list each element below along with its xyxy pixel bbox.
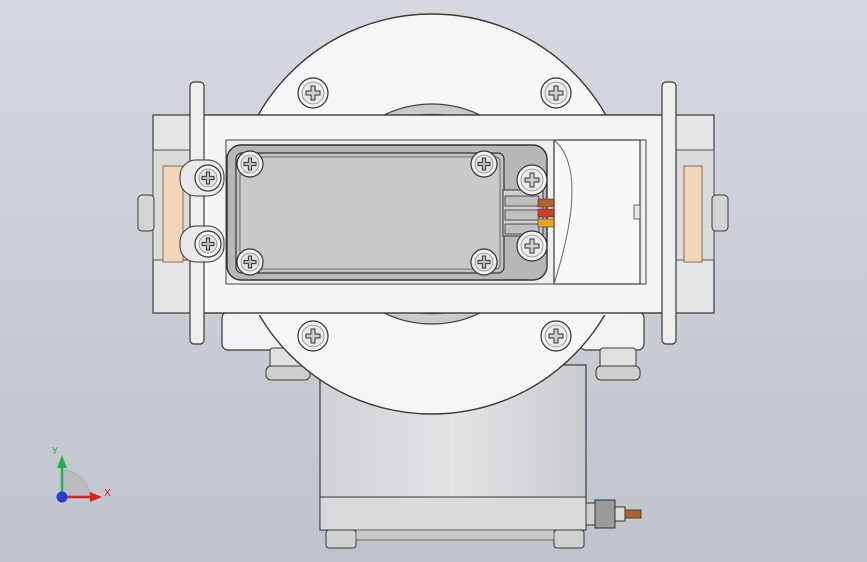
controller-board[interactable] — [226, 144, 555, 281]
coordinate-triad: Y X — [51, 446, 111, 503]
triad-base-arc — [61, 469, 91, 498]
z-axis-dot — [56, 491, 68, 503]
y-axis-arrow — [57, 455, 67, 468]
side-plate-left[interactable] — [137, 81, 205, 345]
pillar-screws-left — [179, 159, 225, 263]
side-plate-right[interactable] — [661, 81, 729, 345]
y-axis-label: Y — [51, 446, 59, 457]
x-axis-label: X — [104, 488, 111, 499]
x-axis-arrow — [90, 492, 102, 502]
